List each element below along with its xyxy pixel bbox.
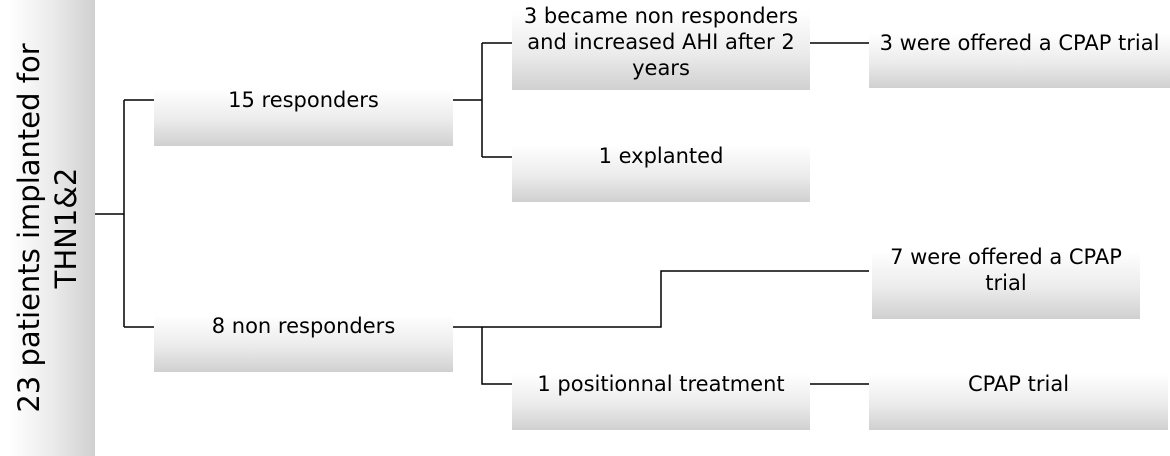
became-non-responders-node: 3 became non responders and increased AH… <box>512 0 810 90</box>
non-responders-label: 8 non responders <box>211 314 396 338</box>
offered-cpap-7-node: 7 were offered a CPAP trial <box>872 242 1140 319</box>
connector-to-offered-cpap-7 <box>453 270 869 328</box>
explanted-label: 1 explanted <box>598 144 724 168</box>
positional-treatment-node: 1 positionnal treatment <box>512 366 810 430</box>
responders-label: 15 responders <box>228 88 379 112</box>
non-responders-node: 8 non responders <box>154 308 453 372</box>
responders-node: 15 responders <box>154 82 453 146</box>
became-non-responders-label: 3 became non responders and increased AH… <box>523 4 799 80</box>
connector-to-positional-treatment <box>481 327 512 385</box>
explanted-node: 1 explanted <box>512 138 810 202</box>
positional-treatment-label: 1 positionnal treatment <box>537 372 785 396</box>
cpap-trial-label: CPAP trial <box>967 372 1070 396</box>
cpap-trial-node: CPAP trial <box>869 366 1168 430</box>
root-node: 23 patients implanted for THN1&2 <box>0 0 95 456</box>
offered-cpap-3-node: 3 were offered a CPAP trial <box>869 26 1170 88</box>
offered-cpap-3-label: 3 were offered a CPAP trial <box>879 31 1160 55</box>
offered-cpap-7-label: 7 were offered a CPAP trial <box>890 245 1122 295</box>
